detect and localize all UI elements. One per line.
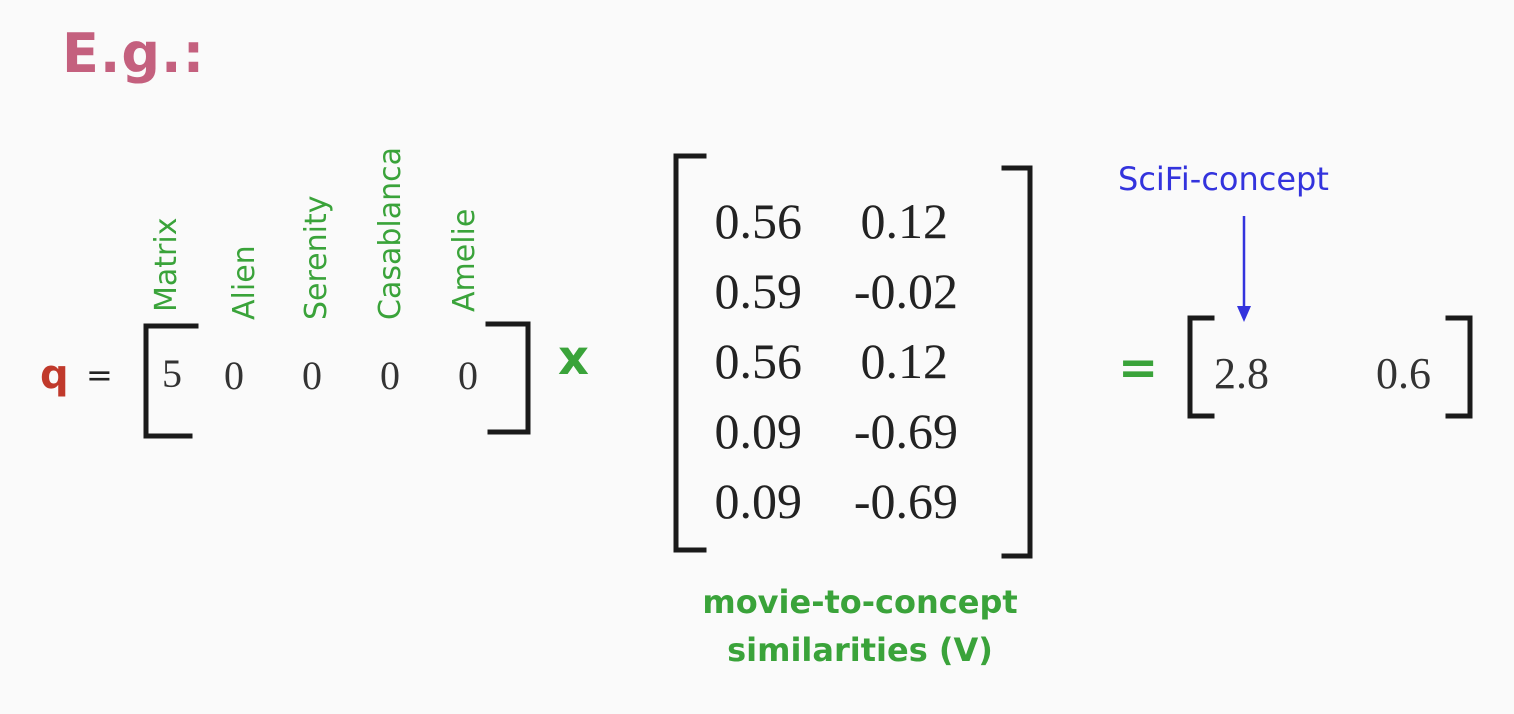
- query-equals-sign: =: [86, 356, 113, 394]
- matrix-left-bracket: [673, 153, 707, 553]
- matrix-cell-r1c1: 0.56: [714, 193, 803, 249]
- matrix-v-caption: movie-to-concept similarities (V): [670, 578, 1050, 674]
- query-value-serenity: 0: [302, 353, 322, 398]
- matrix-cell-r1c2: 0.12: [860, 193, 949, 249]
- query-vector-label: q: [40, 352, 69, 398]
- scifi-arrow: [1237, 216, 1251, 322]
- result-value-scifi: 2.8: [1214, 349, 1269, 398]
- matrix-cell-r4c2: -0.69: [853, 403, 958, 459]
- query-value-amelie: 0: [458, 353, 478, 398]
- query-value-alien: 0: [224, 353, 244, 398]
- matrix-cell-r5c2: -0.69: [853, 473, 958, 529]
- matrix-cell-r2c2: -0.02: [853, 263, 958, 319]
- slide-title: E.g.:: [62, 22, 206, 85]
- multiply-operator: x: [558, 330, 589, 386]
- matrix-cell-r3c2: 0.12: [860, 333, 949, 389]
- equals-operator: =: [1118, 340, 1159, 396]
- matrix-cell-r5c1: 0.09: [714, 473, 803, 529]
- result-right-bracket: [1445, 315, 1473, 419]
- scifi-concept-annotation: SciFi-concept: [1118, 160, 1329, 198]
- query-value-casablanca: 0: [380, 353, 400, 398]
- query-value-matrix: 5: [162, 351, 182, 396]
- matrix-v-caption-line2: similarities (V): [727, 631, 993, 669]
- query-right-bracket: [485, 321, 531, 435]
- query-left-bracket: [143, 323, 199, 439]
- matrix-right-bracket: [1001, 165, 1033, 559]
- matrix-v-caption-line1: movie-to-concept: [702, 583, 1018, 621]
- matrix-cell-r2c1: 0.59: [714, 263, 803, 319]
- matrix-cell-r3c1: 0.56: [714, 333, 803, 389]
- result-left-bracket: [1187, 315, 1215, 419]
- matrix-cell-r4c1: 0.09: [714, 403, 803, 459]
- result-value-romance: 0.6: [1376, 349, 1431, 398]
